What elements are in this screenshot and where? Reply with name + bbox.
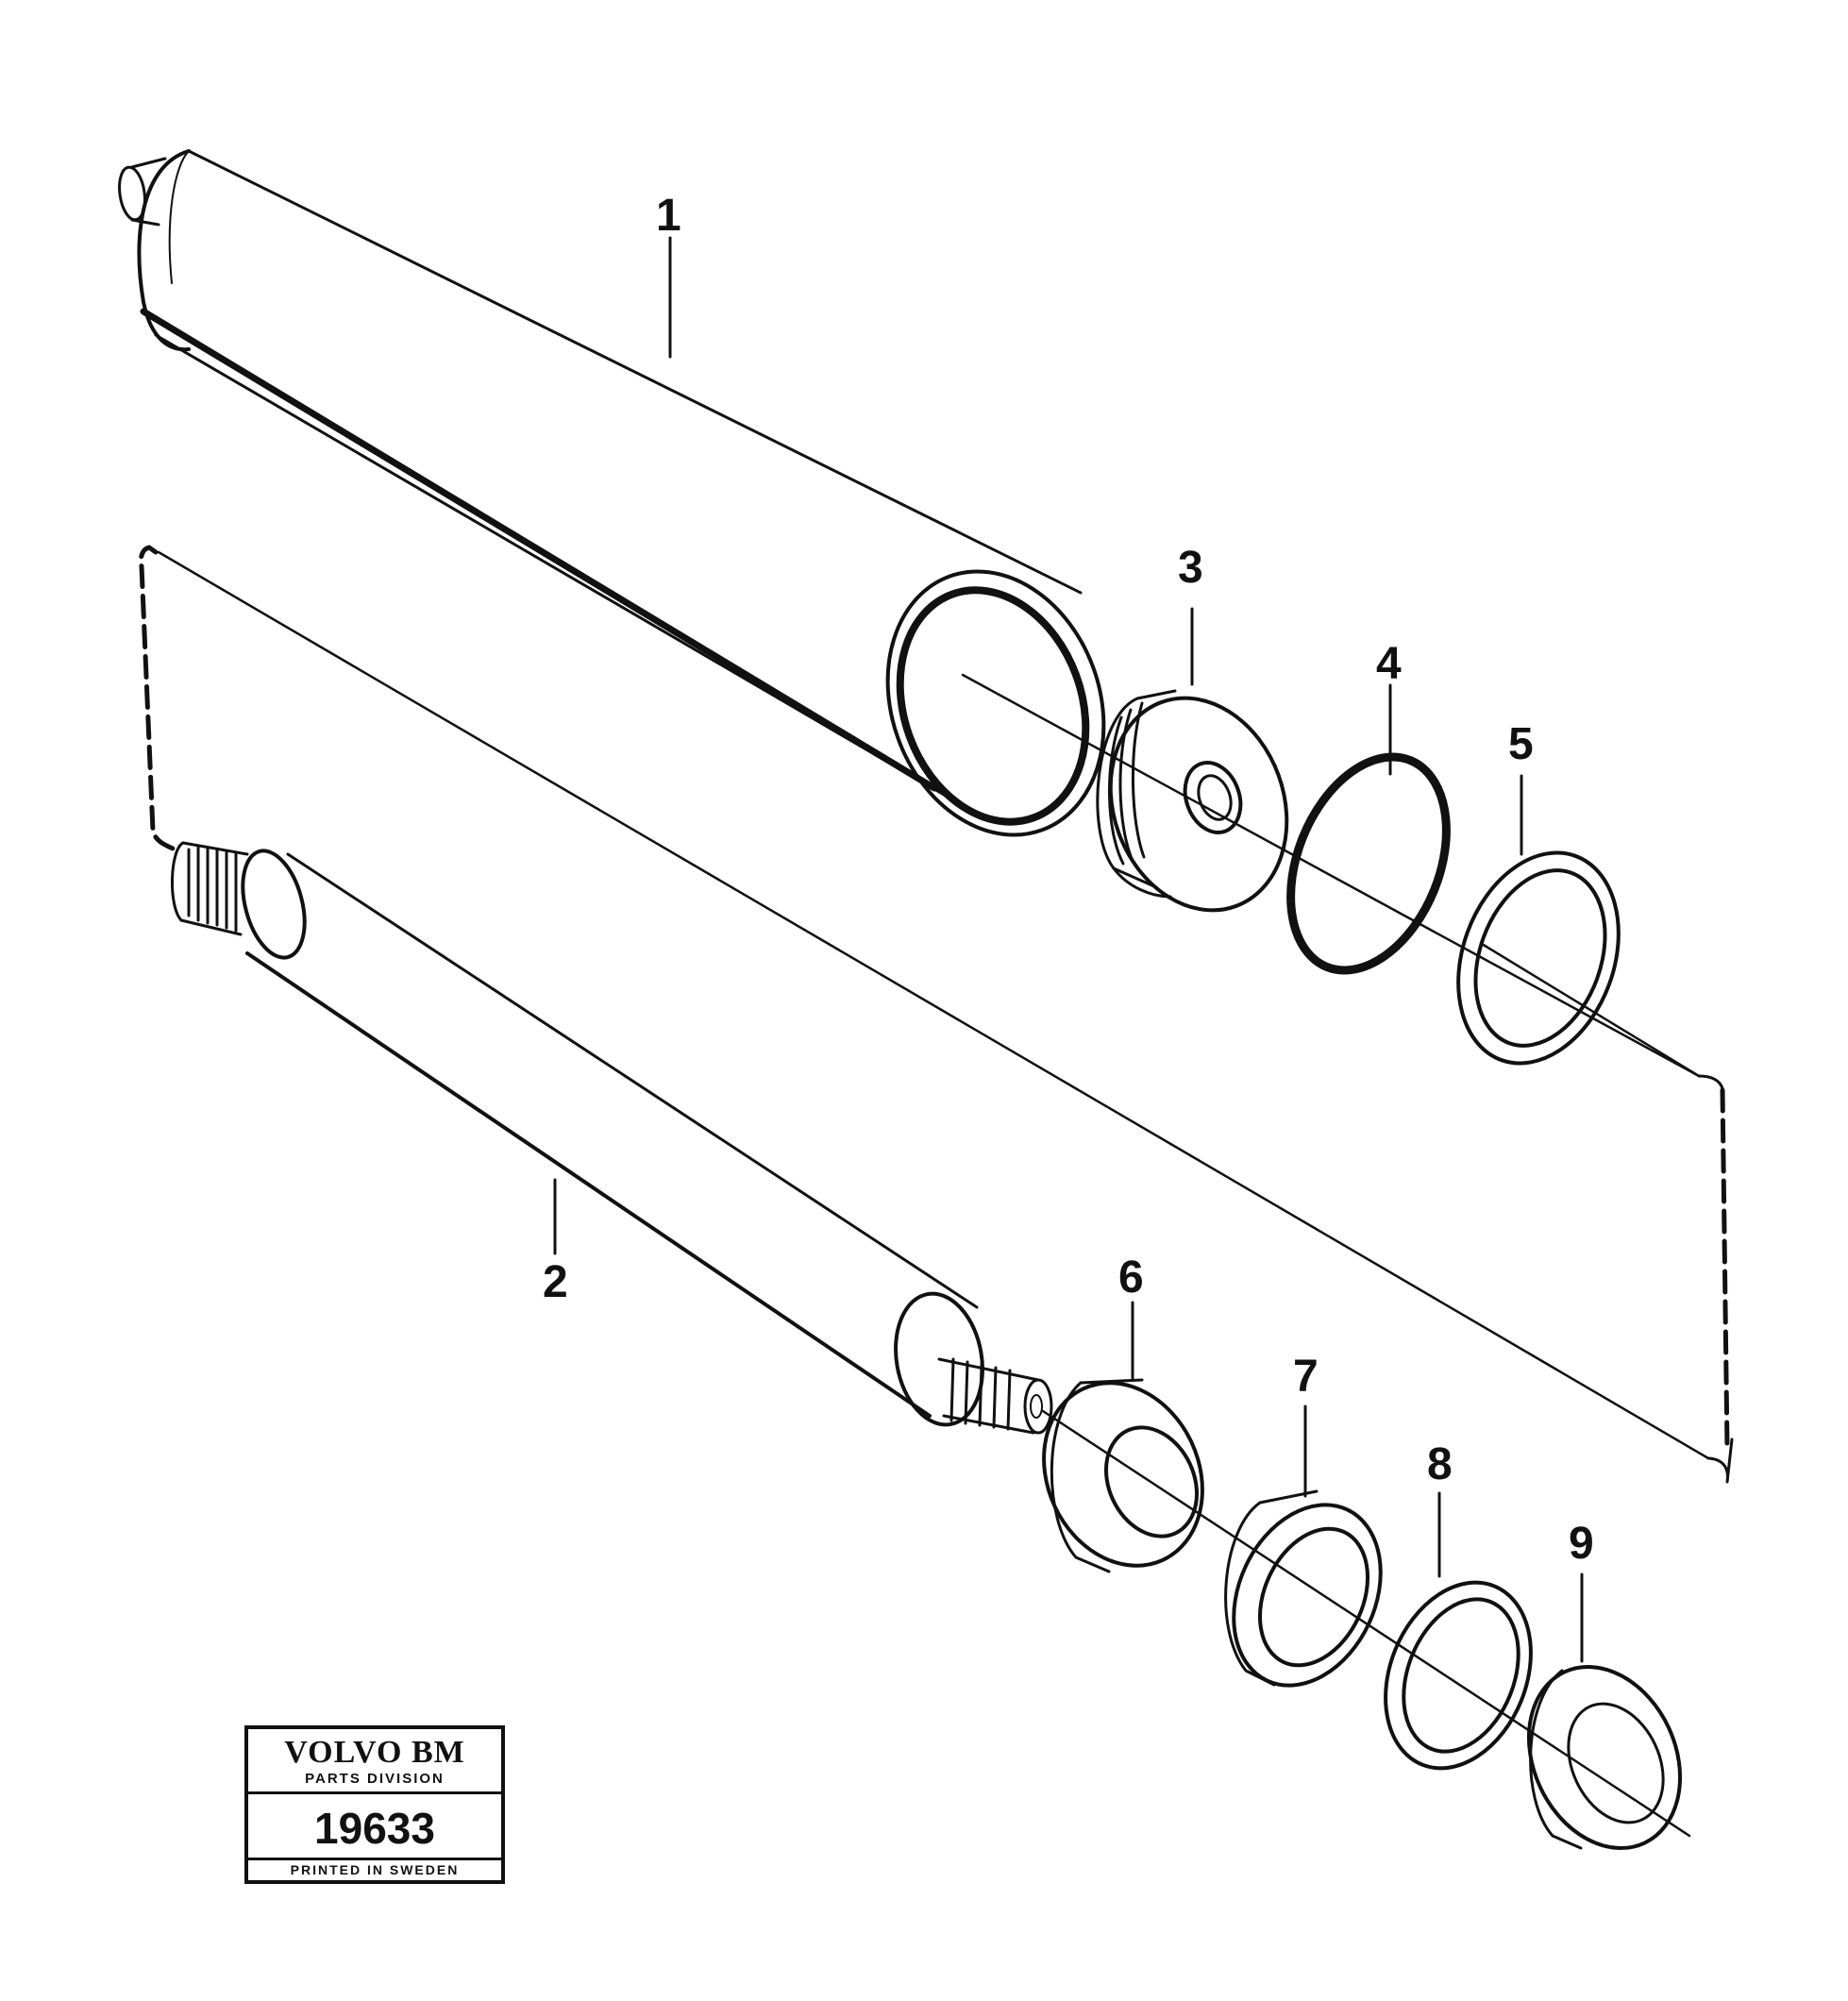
callout-8: 8 xyxy=(1427,1439,1453,1489)
stamp-number: 19633 xyxy=(314,1804,435,1853)
callout-9: 9 xyxy=(1569,1519,1594,1569)
leader-lines xyxy=(553,236,1584,1663)
group-bracket xyxy=(138,545,1734,1484)
guide-ring xyxy=(1456,850,1621,1066)
callout-7: 7 xyxy=(1293,1352,1319,1402)
rod-seal-ring xyxy=(1384,1580,1533,1771)
stamp-brand: VOLVO BM xyxy=(284,1735,465,1770)
scraper-ring xyxy=(1526,1664,1683,1851)
stamp-divider xyxy=(248,1858,501,1860)
cylinder-tube xyxy=(118,149,1106,837)
stamp-footer: PRINTED IN SWEDEN xyxy=(290,1862,460,1877)
callout-1: 1 xyxy=(656,191,681,241)
stamp-division: PARTS DIVISION xyxy=(305,1771,445,1787)
axis-lower xyxy=(1041,1409,1691,1838)
parts-stamp: VOLVO BM PARTS DIVISION 19633 PRINTED IN… xyxy=(244,1725,505,1884)
callout-6: 6 xyxy=(1118,1253,1144,1303)
callout-5: 5 xyxy=(1508,719,1534,769)
callout-4: 4 xyxy=(1376,639,1402,689)
axis-upper xyxy=(961,673,1701,1078)
piston xyxy=(1096,689,1289,913)
stamp-divider xyxy=(248,1791,501,1794)
o-ring xyxy=(1286,752,1451,975)
wiper-seal xyxy=(1042,1378,1204,1573)
callout-3: 3 xyxy=(1178,543,1203,593)
bushing xyxy=(1224,1489,1383,1688)
piston-rod xyxy=(171,841,1053,1435)
callout-2: 2 xyxy=(543,1257,568,1307)
